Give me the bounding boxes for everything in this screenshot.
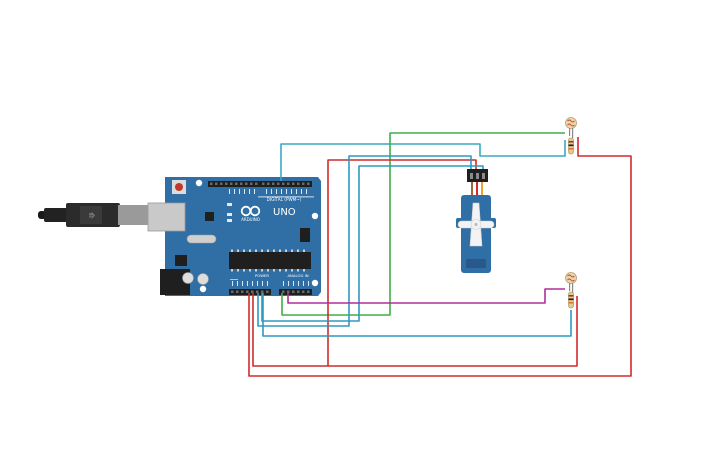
power-pin-labels [232,281,309,286]
wire-power-red[interactable] [248,137,632,377]
wire-ground-blue[interactable] [257,155,472,327]
arduino-logo-icon [240,205,261,217]
resistor-top[interactable] [568,137,574,155]
lead [569,283,571,291]
photoresistor-track [567,119,575,127]
capacitor [182,272,194,284]
usb-cable[interactable]: ⭆ [38,203,150,227]
wire-power-servo[interactable] [327,159,477,366]
brand-label: ARDUINO [241,217,260,222]
digital-header[interactable] [208,181,312,187]
usb-plug-cable-sleeve [118,205,150,225]
photoresistor-icon [565,272,577,284]
photoresistor-icon [565,117,577,129]
servo-wire-orange [481,182,483,196]
lead [572,283,574,293]
mounting-hole [195,179,203,187]
arduino-uno-board[interactable]: DIGITAL (PWM~) ARDUINO UNO [147,177,321,296]
servo-pin [470,173,473,179]
photoresistor-track [567,274,575,282]
mounting-hole [311,212,319,220]
lead [572,128,574,138]
resistor-band [568,295,574,297]
chip-pins [231,249,305,272]
usb-socket [147,202,186,232]
servo-wire-brown [471,182,473,196]
icsp-header [300,228,310,242]
reset-button-cap-icon [175,183,183,191]
digital-pin-labels [229,189,307,194]
wire-ground-blue-2[interactable] [262,293,572,337]
photoresistor-bottom[interactable] [565,272,577,294]
photoresistor-top[interactable] [565,117,577,139]
resistor-band [568,141,574,143]
resistor-band [568,302,574,304]
capacitor [197,273,209,285]
analog-header[interactable] [279,289,312,295]
regulator [175,255,187,266]
servo-label-plate [466,259,486,268]
led-tx [227,213,232,216]
power-header-pins [231,290,310,293]
servo-screw [474,222,478,227]
resistor-bottom[interactable] [568,291,574,309]
usb-symbol-icon: ⭆ [89,211,96,220]
wire-signal-cyan[interactable] [280,140,566,181]
servo-pin [482,173,485,179]
resistor-band [568,144,574,147]
model-label: UNO [273,207,296,218]
wire-signal-blue[interactable] [261,165,484,322]
power-label: POWER [255,273,269,278]
digital-label-line [258,196,314,198]
digital-header-pins [210,182,310,185]
atmega-chip [229,252,311,269]
analog-label: ANALOG IN [287,273,308,278]
usb-cable-boot [44,208,68,222]
wire-signal-green[interactable] [281,132,565,316]
mounting-hole [311,279,319,287]
crystal-oscillator [186,234,217,244]
servo-wire-red [476,182,478,196]
wire-signal-magenta[interactable] [287,288,565,304]
led-l [227,203,232,206]
digital-label: DIGITAL (PWM~) [267,197,302,202]
resistor-band [568,298,574,301]
mounting-hole [199,285,207,293]
wires [248,132,632,377]
voltage-regulator [205,212,214,221]
servo-pin [476,173,479,179]
silkscreen-mark [230,279,238,280]
lead [569,128,571,136]
usb-plug-grip [80,206,102,224]
led-rx [227,219,232,222]
power-header[interactable] [229,289,271,295]
servo-motor[interactable] [456,169,496,273]
resistor-band [568,148,574,150]
wire-power-red-2[interactable] [252,293,578,367]
